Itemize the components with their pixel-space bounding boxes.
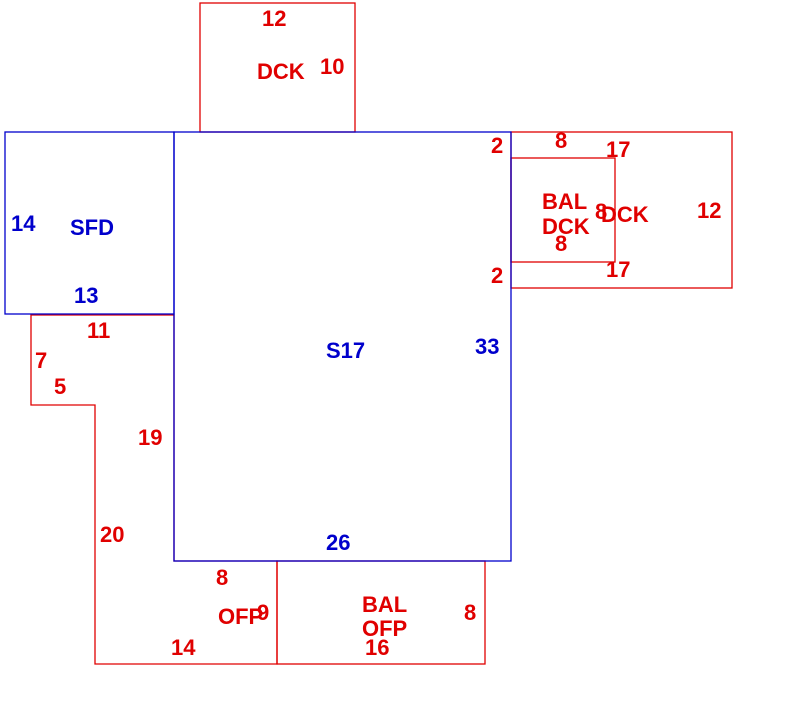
dim-bottom-balcony-depth: 8	[464, 600, 476, 625]
dim-sfd-width: 13	[74, 283, 98, 308]
dim-right-deck-depth: 12	[697, 198, 721, 223]
dim-right-deck-width-top: 17	[606, 137, 630, 162]
dim-porch-top-width: 11	[87, 318, 110, 343]
dim-porch-side: 19	[138, 425, 162, 450]
dim-right-balcony-width-top: 8	[555, 128, 567, 153]
dim-right-deck-width-bottom: 17	[606, 257, 630, 282]
dim-bottom-balcony-width: 16	[365, 635, 389, 660]
right-balcony-label-2: DCK	[542, 214, 590, 239]
right-balcony-label-1: BAL	[542, 189, 587, 214]
dim-sfd-depth: 14	[11, 211, 36, 236]
dim-top-deck-width: 12	[262, 6, 286, 31]
dim-right-gap-bottom: 2	[491, 263, 503, 288]
dim-porch-side-right: 9	[257, 600, 269, 625]
dim-main-width: 26	[326, 530, 350, 555]
dim-porch-bottom-width: 14	[171, 635, 196, 660]
dim-porch-outer-depth: 20	[100, 522, 124, 547]
bottom-balcony-label-2: OFP	[362, 616, 407, 641]
dimension-labels: 12 10 14 13 33 26 2 2 8 8 8 17 17 12 11 …	[11, 6, 721, 660]
dim-porch-step: 5	[54, 374, 66, 399]
dim-right-gap-top: 2	[491, 133, 503, 158]
dim-porch-inner-depth: 8	[216, 565, 228, 590]
area-labels: S17 SFD DCK DCK BAL DCK OFP BAL OFP	[70, 59, 649, 641]
dim-porch-left-depth: 7	[35, 348, 47, 373]
top-deck-label: DCK	[257, 59, 305, 84]
porch-label: OFP	[218, 604, 263, 629]
right-deck-label: DCK	[601, 202, 649, 227]
dim-right-balcony-depth: 8	[595, 199, 607, 224]
main-area-label: S17	[326, 338, 365, 363]
main-area-outline	[173, 131, 512, 562]
sfd-area-label: SFD	[70, 215, 114, 240]
dim-main-depth: 33	[475, 334, 499, 359]
red-areas	[30, 2, 733, 665]
blue-areas	[4, 131, 512, 562]
dim-top-deck-depth: 10	[320, 54, 344, 79]
bottom-balcony-label-1: BAL	[362, 592, 407, 617]
dim-right-balcony-width-bottom: 8	[555, 231, 567, 256]
